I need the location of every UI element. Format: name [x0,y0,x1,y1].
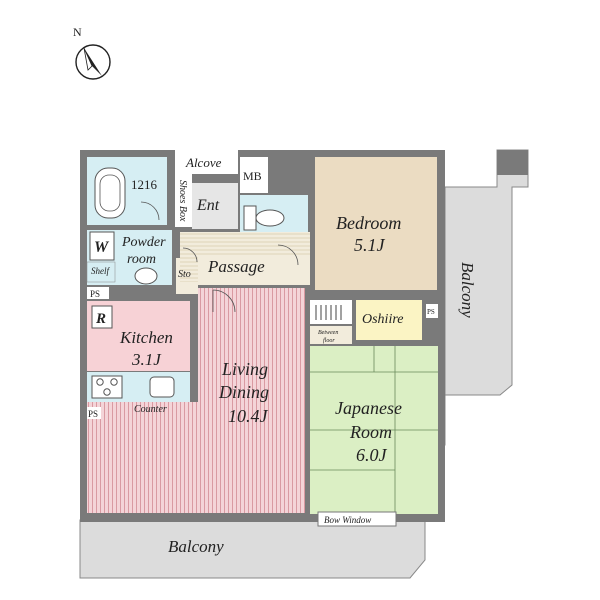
ps-lower-label: PS [88,409,98,419]
alcove-label: Alcove [185,155,222,170]
alcove [175,150,238,174]
living-label-line1: Living [221,359,268,379]
kitchen-label: Kitchen [119,328,173,347]
japanese-label-line2: Room [349,422,392,442]
living-dining [198,288,305,513]
passage-label: Passage [207,257,265,276]
balcony-bottom-area [79,519,426,579]
compass-label: N [73,25,82,39]
fridge-icon [91,305,113,329]
meter-box [240,157,268,193]
bedroom-label: Bedroom [336,213,401,233]
bath-size-label: 1216 [131,177,158,192]
between-floor [310,326,352,344]
japanese-label-line1: Japanese [335,398,402,418]
sto-label: Sto [178,269,191,280]
shoes-box [175,174,192,227]
shelf-label: Shelf [91,266,110,276]
counter-label: Counter [134,404,167,415]
balcony-right-label: Balcony [458,262,477,318]
bow-window [317,511,397,527]
powder-label-line2: room [127,252,156,267]
dining-area [87,402,202,513]
ps-right-label: PS [427,308,435,316]
bedroom [315,157,437,290]
washer-label: W [94,239,110,256]
compass-icon: N [73,25,111,80]
living-label-line2: Dining [218,382,269,402]
oshiire-label: Oshiire [362,312,403,327]
powder-label-line1: Powder [121,235,166,250]
ps-upper-label: PS [90,289,100,299]
stove-icon [91,375,123,399]
japanese-size-label: 6.0J [356,445,388,465]
pipe-space-right [426,304,438,318]
kitchen-size-label: 3.1J [131,350,162,369]
between-floor-label-line2: floor [323,337,335,344]
mb-label: MB [243,169,262,183]
balcony-bottom-label: Balcony [168,537,224,556]
fridge-label: R [95,311,106,327]
oshiire [356,300,422,340]
bedroom-size-label: 5.1J [354,235,386,255]
living-size-label: 10.4J [228,406,269,426]
shoes-box-label: Shoes Box [177,180,188,222]
pipe-space-lower [87,407,101,419]
sink-icon [149,376,175,398]
ent-label: Ent [196,197,220,214]
between-floor-label-line1: Between [318,330,338,336]
pipe-space-upper [87,287,109,299]
entrance [192,183,238,229]
bow-window-label: Bow Window [324,515,371,525]
